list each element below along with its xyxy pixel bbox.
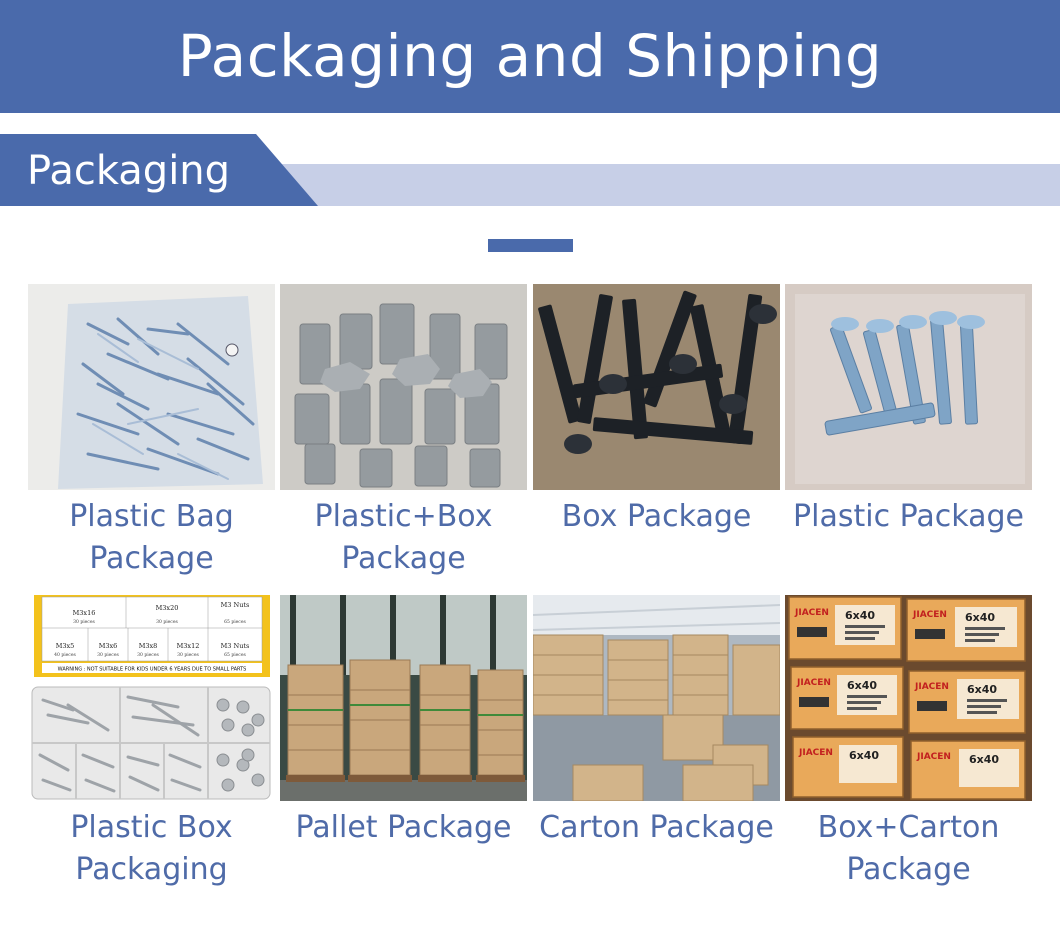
plastic-bag-photo [28, 284, 275, 490]
organizer-label: M3x8 [139, 642, 158, 650]
caption-line-2: Package [89, 541, 214, 576]
organizer-count: 65 pieces [224, 619, 246, 625]
box-size-label: 6x40 [969, 753, 999, 766]
box-brand-label: JIACEN [914, 682, 949, 692]
item-caption: Plastic Box Packaging [20, 807, 283, 891]
box-size-label: 6x40 [967, 683, 997, 696]
box-brand-label: JIACEN [798, 748, 833, 758]
organizer-label: M3 Nuts [221, 642, 250, 650]
box-brand-label: JIACEN [794, 608, 829, 618]
organizer-warning: WARNING : NOT SUITABLE FOR KIDS UNDER 6 … [58, 667, 247, 673]
caption-line-1: Box+Carton [817, 810, 1000, 845]
box-size-label: 6x40 [847, 679, 877, 692]
organizer-count: 30 pieces [177, 652, 199, 658]
organizer-label: M3x5 [56, 642, 75, 650]
caption-line-2: Package [846, 852, 971, 887]
organizer-count: 30 pieces [137, 652, 159, 658]
caption-line-1: Pallet Package [295, 810, 512, 845]
box-size-label: 6x40 [965, 611, 995, 624]
organizer-count: 30 pieces [73, 619, 95, 625]
plastic-package-photo [785, 284, 1032, 490]
item-caption: Plastic Package [777, 496, 1040, 538]
carton-package-photo [533, 595, 780, 801]
box-size-label: 6x40 [845, 609, 875, 622]
caption-line-1: Plastic Bag [69, 499, 234, 534]
box-size-label: 6x40 [849, 749, 879, 762]
caption-line-1: Plastic Box [70, 810, 233, 845]
plastic-box-organizer-photo: M3x16 M3x20 M3 Nuts M3x5 M3x6 M3x8 M3x12… [28, 595, 275, 801]
accent-bar [488, 239, 573, 252]
page-title: Packaging and Shipping [177, 22, 883, 90]
organizer-label: M3x6 [99, 642, 118, 650]
box-brand-label: JIACEN [796, 678, 831, 688]
organizer-label: M3x12 [177, 642, 200, 650]
caption-line-2: Package [341, 541, 466, 576]
organizer-count: 30 pieces [97, 652, 119, 658]
caption-line-1: Plastic+Box [314, 499, 493, 534]
pallet-package-photo [280, 595, 527, 801]
box-brand-label: JIACEN [912, 610, 947, 620]
organizer-count: 40 pieces [54, 652, 76, 658]
item-caption: Pallet Package [272, 807, 535, 849]
item-caption: Box Package [525, 496, 788, 538]
item-caption: Plastic Bag Package [20, 496, 283, 580]
caption-line-1: Carton Package [539, 810, 774, 845]
organizer-label: M3 Nuts [221, 601, 250, 609]
section-title: Packaging [27, 148, 231, 194]
caption-line-1: Plastic Package [793, 499, 1024, 534]
box-package-photo [533, 284, 780, 490]
item-caption: Carton Package [525, 807, 788, 849]
item-caption: Box+Carton Package [777, 807, 1040, 891]
section-tab [0, 134, 320, 206]
caption-line-2: Packaging [75, 852, 228, 887]
item-caption: Plastic+Box Package [272, 496, 535, 580]
caption-line-1: Box Package [561, 499, 752, 534]
plastic-box-bolts-photo [280, 284, 527, 490]
organizer-label: M3x16 [73, 609, 96, 617]
box-brand-label: JIACEN [916, 752, 951, 762]
organizer-count: 65 pieces [224, 652, 246, 658]
page-header: Packaging and Shipping [0, 0, 1060, 113]
organizer-label: M3x20 [156, 604, 179, 612]
box-carton-package-photo: JIACEN JIACEN JIACEN JIACEN JIACEN JIACE… [785, 595, 1032, 801]
organizer-count: 30 pieces [156, 619, 178, 625]
